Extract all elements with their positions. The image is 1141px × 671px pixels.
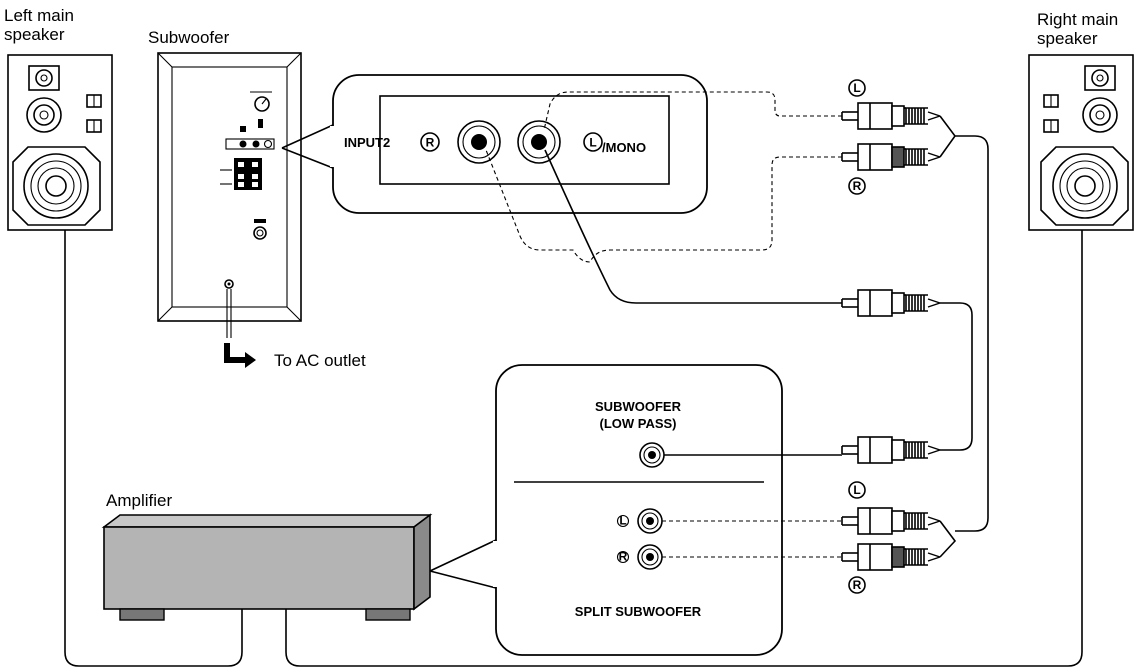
- plug-mark-top-right: R: [848, 177, 866, 195]
- input2-label: INPUT2: [344, 135, 390, 150]
- subwoofer-out-label-line2: (LOW PASS): [599, 416, 676, 431]
- left-speaker-wire: [64, 230, 243, 667]
- plug-middle: [841, 289, 941, 317]
- ac-outlet-label: To AC outlet: [274, 351, 366, 370]
- wire-sub-mono: [544, 149, 842, 304]
- split-subwoofer-label: SPLIT SUBWOOFER: [575, 604, 702, 619]
- plug-mark-bottom-right: R: [848, 576, 866, 594]
- split-right-mark: R: [616, 550, 630, 564]
- svg-text:L: L: [853, 81, 860, 95]
- left-mono-input-jack: [517, 120, 561, 164]
- ac-outlet-arrow: [224, 343, 256, 368]
- svg-text:R: R: [853, 578, 862, 592]
- subwoofer-label: Subwoofer: [148, 28, 230, 47]
- plug-mark-top-left: L: [848, 79, 866, 97]
- split-left-mark: L: [616, 514, 630, 528]
- split-right-jack: [637, 544, 663, 570]
- svg-text:L: L: [589, 136, 596, 150]
- lowpass-output-jack: [639, 442, 665, 468]
- svg-text:R: R: [853, 179, 862, 193]
- left-speaker-label-line2: speaker: [4, 25, 65, 44]
- plug-top-right: [841, 143, 941, 171]
- svg-text:L: L: [619, 514, 626, 528]
- left-speaker: [7, 54, 113, 231]
- svg-text:L: L: [853, 483, 860, 497]
- amplifier-label: Amplifier: [106, 491, 172, 510]
- right-speaker-label-line2: speaker: [1037, 29, 1098, 48]
- wire-left-dotted: [543, 91, 842, 131]
- subwoofer-unit: [157, 52, 302, 322]
- amplifier-unit: [101, 513, 433, 621]
- mono-label: /MONO: [602, 140, 646, 155]
- right-input-mark: R: [420, 132, 440, 152]
- wire-right-dotted: [485, 149, 842, 263]
- plug-top-left: [841, 102, 941, 130]
- right-input-jack: [457, 120, 501, 164]
- left-speaker-label-line1: Left main: [4, 6, 74, 25]
- left-input-mark: L: [583, 132, 603, 152]
- subwoofer-out-label-line1: SUBWOOFER: [595, 399, 682, 414]
- right-speaker-label-line1: Right main: [1037, 10, 1118, 29]
- plug-lowpass: [841, 436, 941, 464]
- plug-bottom-right: [841, 543, 941, 571]
- plug-bottom-left: [841, 507, 941, 535]
- right-speaker-wire: [285, 230, 1083, 667]
- svg-text:R: R: [426, 136, 435, 150]
- right-speaker: [1028, 54, 1134, 231]
- amplifier-output-panel: [493, 364, 783, 656]
- svg-text:R: R: [619, 550, 628, 564]
- subwoofer-input-panel: [330, 74, 708, 214]
- split-left-jack: [637, 508, 663, 534]
- plug-mark-bottom-left: L: [848, 481, 866, 499]
